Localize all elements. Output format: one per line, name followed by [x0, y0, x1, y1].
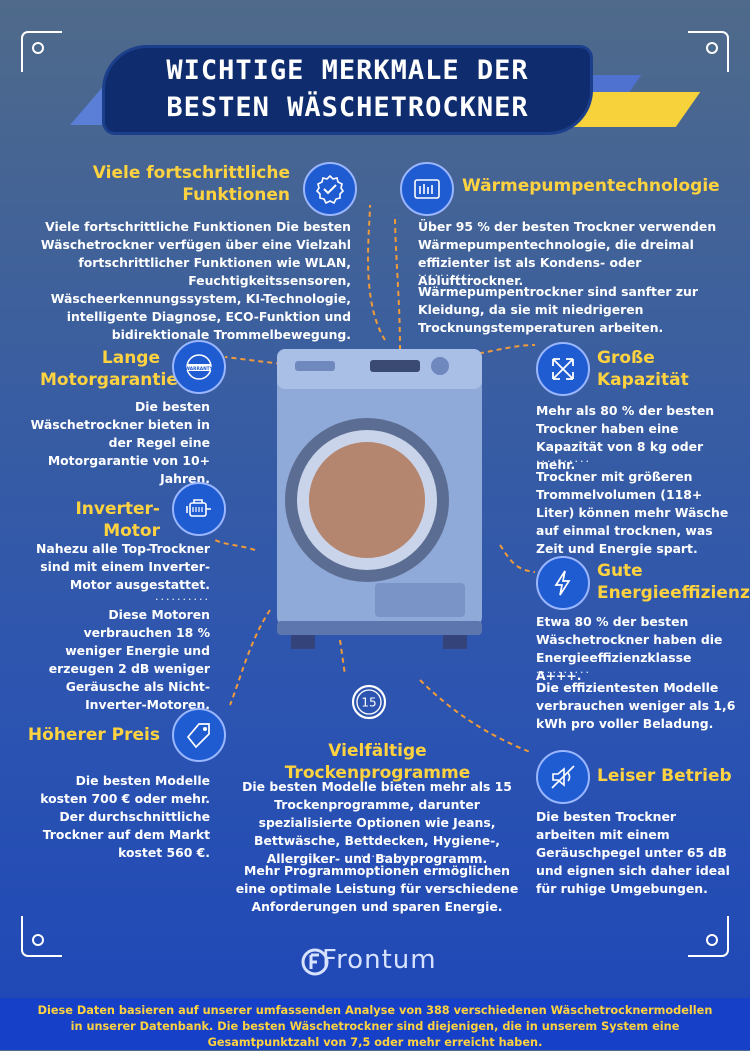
footer-bar: [0, 998, 750, 1050]
page-title: WICHTIGE MERKMALE DER BESTEN WÄSCHETROCK…: [166, 55, 529, 123]
feature-text-leise: Die besten Trockner arbeiten mit einem G…: [536, 809, 730, 896]
feature-text-waermepumpe-2: Wärmepumpentrockner sind sanfter zur Kle…: [418, 284, 698, 335]
feature-text-programme-1: Die besten Modelle bieten mehr als 15 Tr…: [242, 779, 512, 866]
corner-ornament-icon: [21, 916, 62, 957]
expand-arrows-icon: [536, 342, 590, 396]
heat-pump-icon: [400, 162, 454, 216]
feature-text-kapazitaet-2: Trockner mit größeren Trommelvolumen (11…: [536, 469, 729, 556]
feature-text-energie-2: Die effizientesten Modelle verbrauchen w…: [536, 680, 736, 731]
warranty-seal-icon: WARRANTY: [172, 340, 226, 394]
corner-ornament-icon: [21, 31, 62, 72]
feature-text-motorgarantie: Die besten Wäschetrockner bieten in der …: [30, 399, 210, 486]
feature-text-funktionen: Viele fortschrittliche Funktionen Die be…: [40, 219, 351, 342]
washing-machine-illustration: [277, 349, 482, 649]
feature-title-funktionen: Viele fortschrittliche Funktionen: [92, 163, 290, 205]
separator: ..........: [349, 847, 405, 860]
feature-text-preis: Die besten Modelle kosten 700 € oder meh…: [40, 773, 210, 860]
separator: ..........: [418, 266, 473, 279]
muted-speaker-icon: [536, 750, 590, 804]
feature-title-motorgarantie: Lange Motorgarantie: [40, 348, 178, 390]
feature-text-programme-2: Mehr Programmoptionen ermöglichen eine o…: [235, 863, 519, 914]
footer-text: Diese Daten basieren auf unserer umfasse…: [37, 1004, 713, 1049]
feature-title-kapazitaet: Große Kapazität: [597, 348, 689, 390]
feature-title-waermepumpe: Wärmepumpentechnologie: [462, 176, 720, 196]
corner-ornament-icon: [688, 31, 729, 72]
feature-title-programme: Vielfältige Trockenprogramme: [284, 741, 471, 783]
feature-text-energie-1: Etwa 80 % der besten Wäschetrockner habe…: [536, 614, 723, 683]
svg-text:WARRANTY: WARRANTY: [185, 366, 213, 372]
feature-title-inverter: Inverter-Motor: [75, 499, 160, 541]
feature-text-waermepumpe-1: Über 95 % der besten Trockner verwenden …: [418, 219, 717, 288]
feature-text-kapazitaet-1: Mehr als 80 % der besten Trockner haben …: [536, 403, 715, 472]
title-banner: [105, 48, 590, 132]
brand-logo-icon: [301, 948, 329, 976]
connector-arrows: [214, 204, 536, 753]
feature-text-inverter-1: Nahezu alle Top-Trockner sind mit einem …: [35, 541, 210, 592]
svg-text:15: 15: [361, 696, 376, 710]
corner-ornament-icon: [688, 916, 729, 957]
timer-15-icon: 15: [347, 680, 391, 724]
feature-text-inverter-2: Diese Motoren verbrauchen 18 % weniger E…: [48, 607, 210, 712]
separator: ..........: [536, 663, 591, 676]
feature-title-preis: Höherer Preis: [27, 725, 160, 745]
badge-check-icon: [303, 162, 357, 216]
separator: ..........: [536, 452, 591, 465]
motor-icon: [172, 482, 226, 536]
feature-title-energie: Gute Energieeffizienz: [597, 561, 750, 603]
separator: ..........: [155, 590, 210, 603]
feature-title-leise: Leiser Betrieb: [597, 766, 732, 786]
price-tag-icon: [172, 708, 226, 762]
lightning-icon: [536, 556, 590, 610]
